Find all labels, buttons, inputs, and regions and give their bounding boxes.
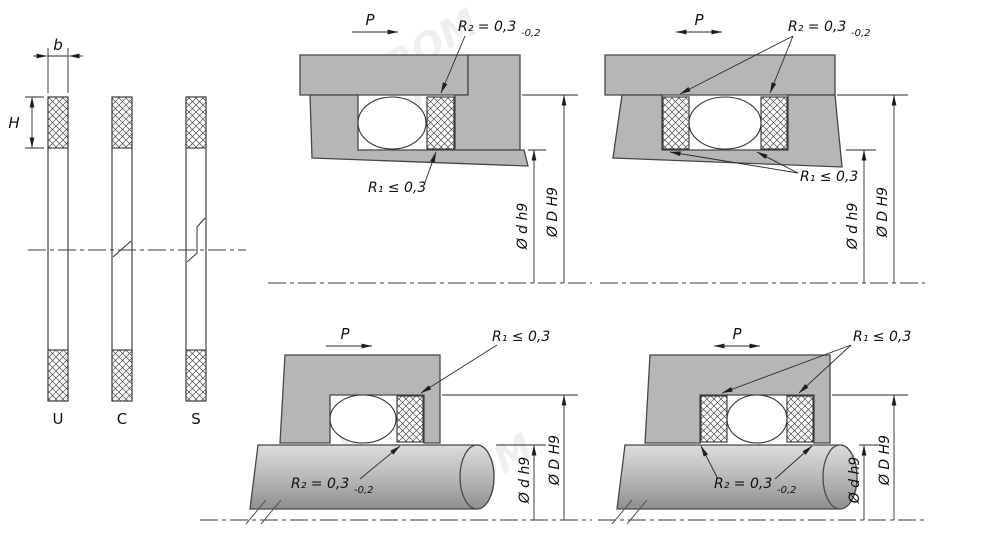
- dim-rod-diameter: Ø d h9: [515, 149, 546, 283]
- profile-type-label: C: [117, 410, 127, 428]
- pressure-arrow: P: [713, 325, 761, 349]
- rod-end-face: [459, 444, 495, 510]
- rod-diameter-label: Ø d h9: [847, 457, 863, 505]
- dimension-b: b: [33, 36, 83, 93]
- install-rod-double: P R₁ ≤ 0,3 R₂ = 0,3 -0,2 Ø d h9 Ø D H9: [598, 325, 925, 525]
- backup-ring: [426, 96, 455, 150]
- leader-line: [721, 344, 852, 394]
- width-dim-label: b: [53, 36, 63, 54]
- profile-section: b H U C S: [8, 36, 246, 428]
- dim-rod-diameter: Ø d h9: [845, 149, 876, 283]
- o-ring: [688, 96, 762, 150]
- bore-diameter-label: Ø D H9: [877, 435, 893, 486]
- leader-line: [359, 445, 401, 480]
- r2-label: R₂ = 0,3: [788, 19, 846, 35]
- leader-line: [440, 35, 466, 94]
- r1-label: R₁ ≤ 0,3: [853, 329, 911, 345]
- leader-line: [679, 35, 794, 95]
- r1-callout: R₁ ≤ 0,3: [420, 329, 550, 394]
- dim-bore-diameter: Ø D H9: [522, 94, 578, 283]
- r1-label: R₁ ≤ 0,3: [800, 169, 858, 185]
- ring-cross-section-hatch: [111, 349, 133, 402]
- leader-line: [769, 35, 794, 94]
- o-ring: [726, 394, 788, 444]
- dim-bore-diameter: Ø D H9: [837, 94, 908, 283]
- r2-tolerance: -0,2: [777, 485, 797, 496]
- rod-diameter-label: Ø d h9: [515, 203, 531, 251]
- r1-callout: R₁ ≤ 0,3: [721, 329, 911, 394]
- r2-tolerance: -0,2: [521, 28, 541, 39]
- pressure-label: P: [340, 325, 350, 343]
- pressure-arrow: P: [326, 325, 373, 349]
- leader-line: [423, 151, 437, 186]
- pressure-label: P: [732, 325, 742, 343]
- backup-ring-left: [662, 96, 690, 150]
- housing-body: [644, 354, 831, 444]
- piston-body: [612, 94, 843, 168]
- r2-label: R₂ = 0,3: [291, 476, 349, 492]
- backup-ring-left: [700, 395, 728, 443]
- leader-line: [700, 445, 719, 480]
- install-piston-double: P R₂ = 0,3 -0,2 R₁ ≤ 0,3 Ø d h9 Ø D H9: [600, 11, 925, 284]
- profile-u: U: [47, 96, 69, 428]
- pressure-label: P: [694, 11, 704, 29]
- ring-cross-section-hatch: [185, 349, 207, 402]
- o-ring: [329, 394, 397, 444]
- dim-bore-diameter: Ø D H9: [832, 394, 908, 520]
- backup-ring-right: [760, 96, 788, 150]
- leader-line: [669, 151, 799, 174]
- housing-body: [279, 354, 441, 444]
- ring-cross-section-hatch: [47, 349, 69, 402]
- ring-cross-section-hatch: [47, 96, 69, 149]
- leader-line: [774, 445, 813, 480]
- rod-body: [249, 444, 495, 510]
- rod-diameter-label: Ø d h9: [845, 203, 861, 251]
- profile-type-label: U: [53, 410, 64, 428]
- dim-bore-diameter: Ø D H9: [442, 394, 578, 520]
- bore-diameter-label: Ø D H9: [547, 435, 563, 486]
- r1-label: R₁ ≤ 0,3: [492, 329, 550, 345]
- r2-callout: R₂ = 0,3 -0,2: [440, 19, 541, 94]
- r2-label: R₂ = 0,3: [714, 476, 772, 492]
- backup-ring-right: [786, 395, 814, 443]
- leader-line: [756, 151, 799, 174]
- r1-callout: R₁ ≤ 0,3: [669, 151, 858, 185]
- pressure-arrow: P: [352, 11, 399, 35]
- rod-end-face: [822, 444, 858, 510]
- height-dim-label: H: [8, 114, 19, 132]
- profile-type-label: S: [191, 410, 201, 428]
- bore-diameter-label: Ø D H9: [875, 187, 891, 238]
- step-cut-line: [186, 217, 206, 263]
- ring-cross-section-hatch: [111, 96, 133, 149]
- r2-label: R₂ = 0,3: [458, 19, 516, 35]
- break-mark: [245, 499, 267, 525]
- leader-line: [798, 344, 852, 394]
- dim-rod-diameter: Ø d h9: [847, 444, 878, 520]
- r2-callout: R₂ = 0,3 -0,2: [291, 445, 401, 496]
- housing-upper: [604, 54, 836, 96]
- pressure-label: P: [365, 11, 375, 29]
- bore-diameter-label: Ø D H9: [545, 187, 561, 238]
- profile-s: S: [185, 96, 207, 428]
- angle-cut-line: [112, 240, 132, 258]
- r2-tolerance: -0,2: [354, 485, 374, 496]
- dim-rod-diameter: Ø d h9: [496, 444, 546, 520]
- piston-body: [309, 94, 529, 167]
- install-rod-single: P R₁ ≤ 0,3 R₂ = 0,3 -0,2 Ø d h9 Ø D H9: [200, 325, 592, 525]
- r1-callout: R₁ ≤ 0,3: [368, 151, 437, 196]
- profile-c: C: [111, 96, 133, 428]
- dimension-h: H: [8, 96, 44, 149]
- install-piston-single: P R₂ = 0,3 -0,2 R₁ ≤ 0,3 Ø d h9 Ø D H9: [268, 11, 592, 284]
- rod-diameter-label: Ø d h9: [517, 457, 533, 505]
- r2-callout: R₂ = 0,3 -0,2: [679, 19, 871, 95]
- r2-tolerance: -0,2: [851, 28, 871, 39]
- o-ring: [357, 96, 427, 150]
- r2-callout: R₂ = 0,3 -0,2: [700, 445, 813, 496]
- pressure-arrow: P: [675, 11, 723, 35]
- backup-ring: [396, 395, 424, 443]
- ring-cross-section-hatch: [185, 96, 207, 149]
- leader-line: [420, 344, 498, 394]
- r1-label: R₁ ≤ 0,3: [368, 180, 426, 196]
